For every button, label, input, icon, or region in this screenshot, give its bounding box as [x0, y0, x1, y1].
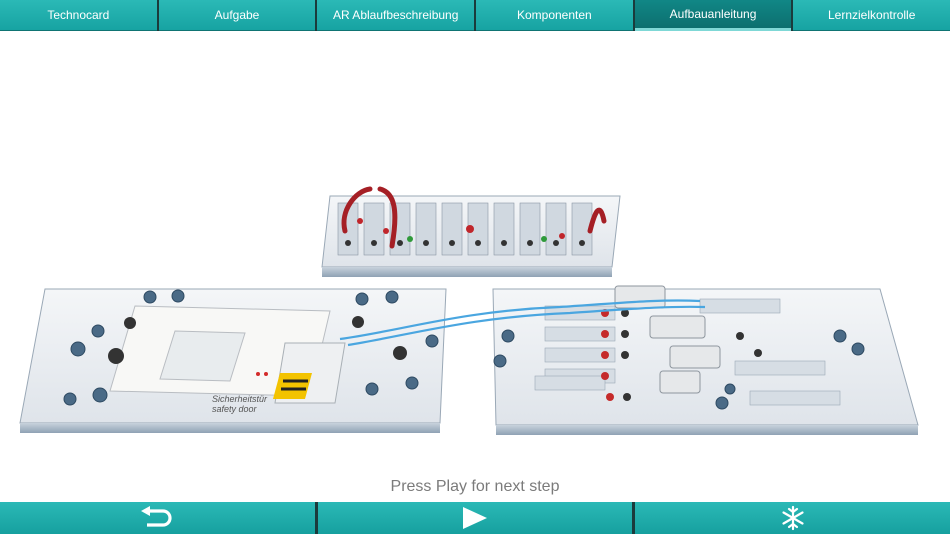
scene-canvas: Sicherheitstür safety door	[19, 186, 919, 435]
tab-komponenten[interactable]: Komponenten	[476, 0, 633, 31]
tab-lernzielkontrolle[interactable]: Lernzielkontrolle	[793, 0, 950, 31]
step-hint: Press Play for next step	[390, 478, 560, 495]
top-nav: Technocard Aufgabe AR Ablaufbeschreibung…	[0, 0, 950, 31]
play-icon	[463, 507, 487, 529]
bottom-controls	[0, 502, 950, 534]
back-button[interactable]	[0, 502, 315, 534]
assembly-scene[interactable]: Sicherheitstür safety door	[0, 31, 950, 471]
door-label-de: Sicherheitstür	[212, 394, 268, 404]
snowflake-icon	[782, 505, 804, 531]
door-label-en: safety door	[212, 404, 258, 414]
electrical-board	[321, 186, 621, 277]
tab-ar-ablaufbeschreibung[interactable]: AR Ablaufbeschreibung	[317, 0, 475, 31]
undo-arrow-icon	[141, 506, 172, 527]
tab-technocard[interactable]: Technocard	[0, 0, 157, 31]
freeze-button[interactable]	[635, 502, 950, 534]
play-button[interactable]	[317, 502, 633, 534]
pneumatic-hoses	[339, 299, 706, 347]
pneumatic-board	[492, 285, 919, 435]
tab-aufgabe[interactable]: Aufgabe	[158, 0, 316, 31]
safety-door-board: Sicherheitstür safety door	[19, 288, 447, 433]
tab-aufbauanleitung[interactable]: Aufbauanleitung	[634, 0, 792, 31]
